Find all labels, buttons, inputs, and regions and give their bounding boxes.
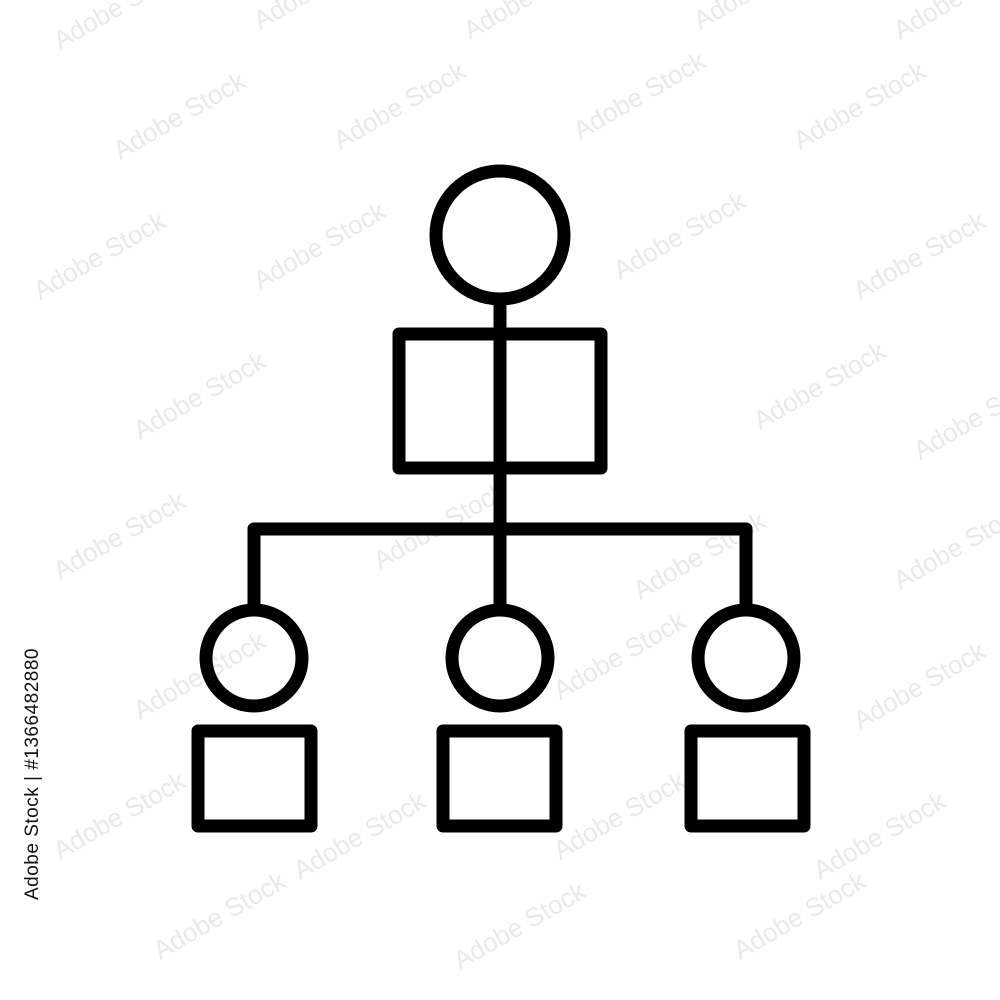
left-child-box: [191, 724, 318, 833]
watermark-text: Adobe Stock: [328, 55, 472, 155]
watermark-text: Adobe Stock: [108, 65, 252, 165]
watermark-text: Adobe Stock: [448, 875, 592, 975]
watermark-text: Adobe Stock: [908, 365, 1000, 465]
watermark-text: Adobe Stock: [808, 785, 952, 885]
watermark-text: Adobe Stock: [688, 0, 832, 35]
watermark-text: Adobe Stock: [728, 865, 872, 965]
middle-child-box: [436, 724, 563, 833]
watermark-text: Adobe Stock: [48, 765, 192, 865]
watermark-text: Adobe Stock: [28, 205, 172, 305]
watermark-text: Adobe Stock: [128, 345, 272, 445]
watermark-text: Adobe Stock: [48, 485, 192, 585]
watermark-text: Adobe Stock: [548, 605, 692, 705]
watermark-text: Adobe Stock: [568, 45, 712, 145]
watermark-text: Adobe Stock: [608, 185, 752, 285]
watermark-text: Adobe Stock: [848, 635, 992, 735]
watermark-text: Adobe Stock: [848, 205, 992, 305]
right-child-circle: [691, 603, 801, 713]
middle-child-circle: [445, 603, 555, 713]
watermark-text: Adobe Stock: [548, 765, 692, 865]
top-node-circle: [429, 164, 571, 306]
watermark-text: Adobe Stock: [248, 0, 392, 35]
top-node-box: [392, 327, 608, 475]
watermark-text: Adobe Stock: [888, 495, 1000, 595]
watermark-text: Adobe Stock: [48, 0, 192, 55]
watermark-text: Adobe Stock: [148, 865, 292, 965]
watermark-text: Adobe Stock: [458, 0, 602, 45]
watermark-text: Adobe Stock: [248, 195, 392, 295]
stock-id-label: Adobe Stock | #1366482880: [22, 648, 43, 900]
left-child-circle: [199, 603, 309, 713]
right-child-box: [684, 724, 811, 833]
watermark-text: Adobe Stock: [888, 0, 1000, 45]
watermark-text: Adobe Stock: [788, 55, 932, 155]
watermark-text: Adobe Stock: [748, 335, 892, 435]
